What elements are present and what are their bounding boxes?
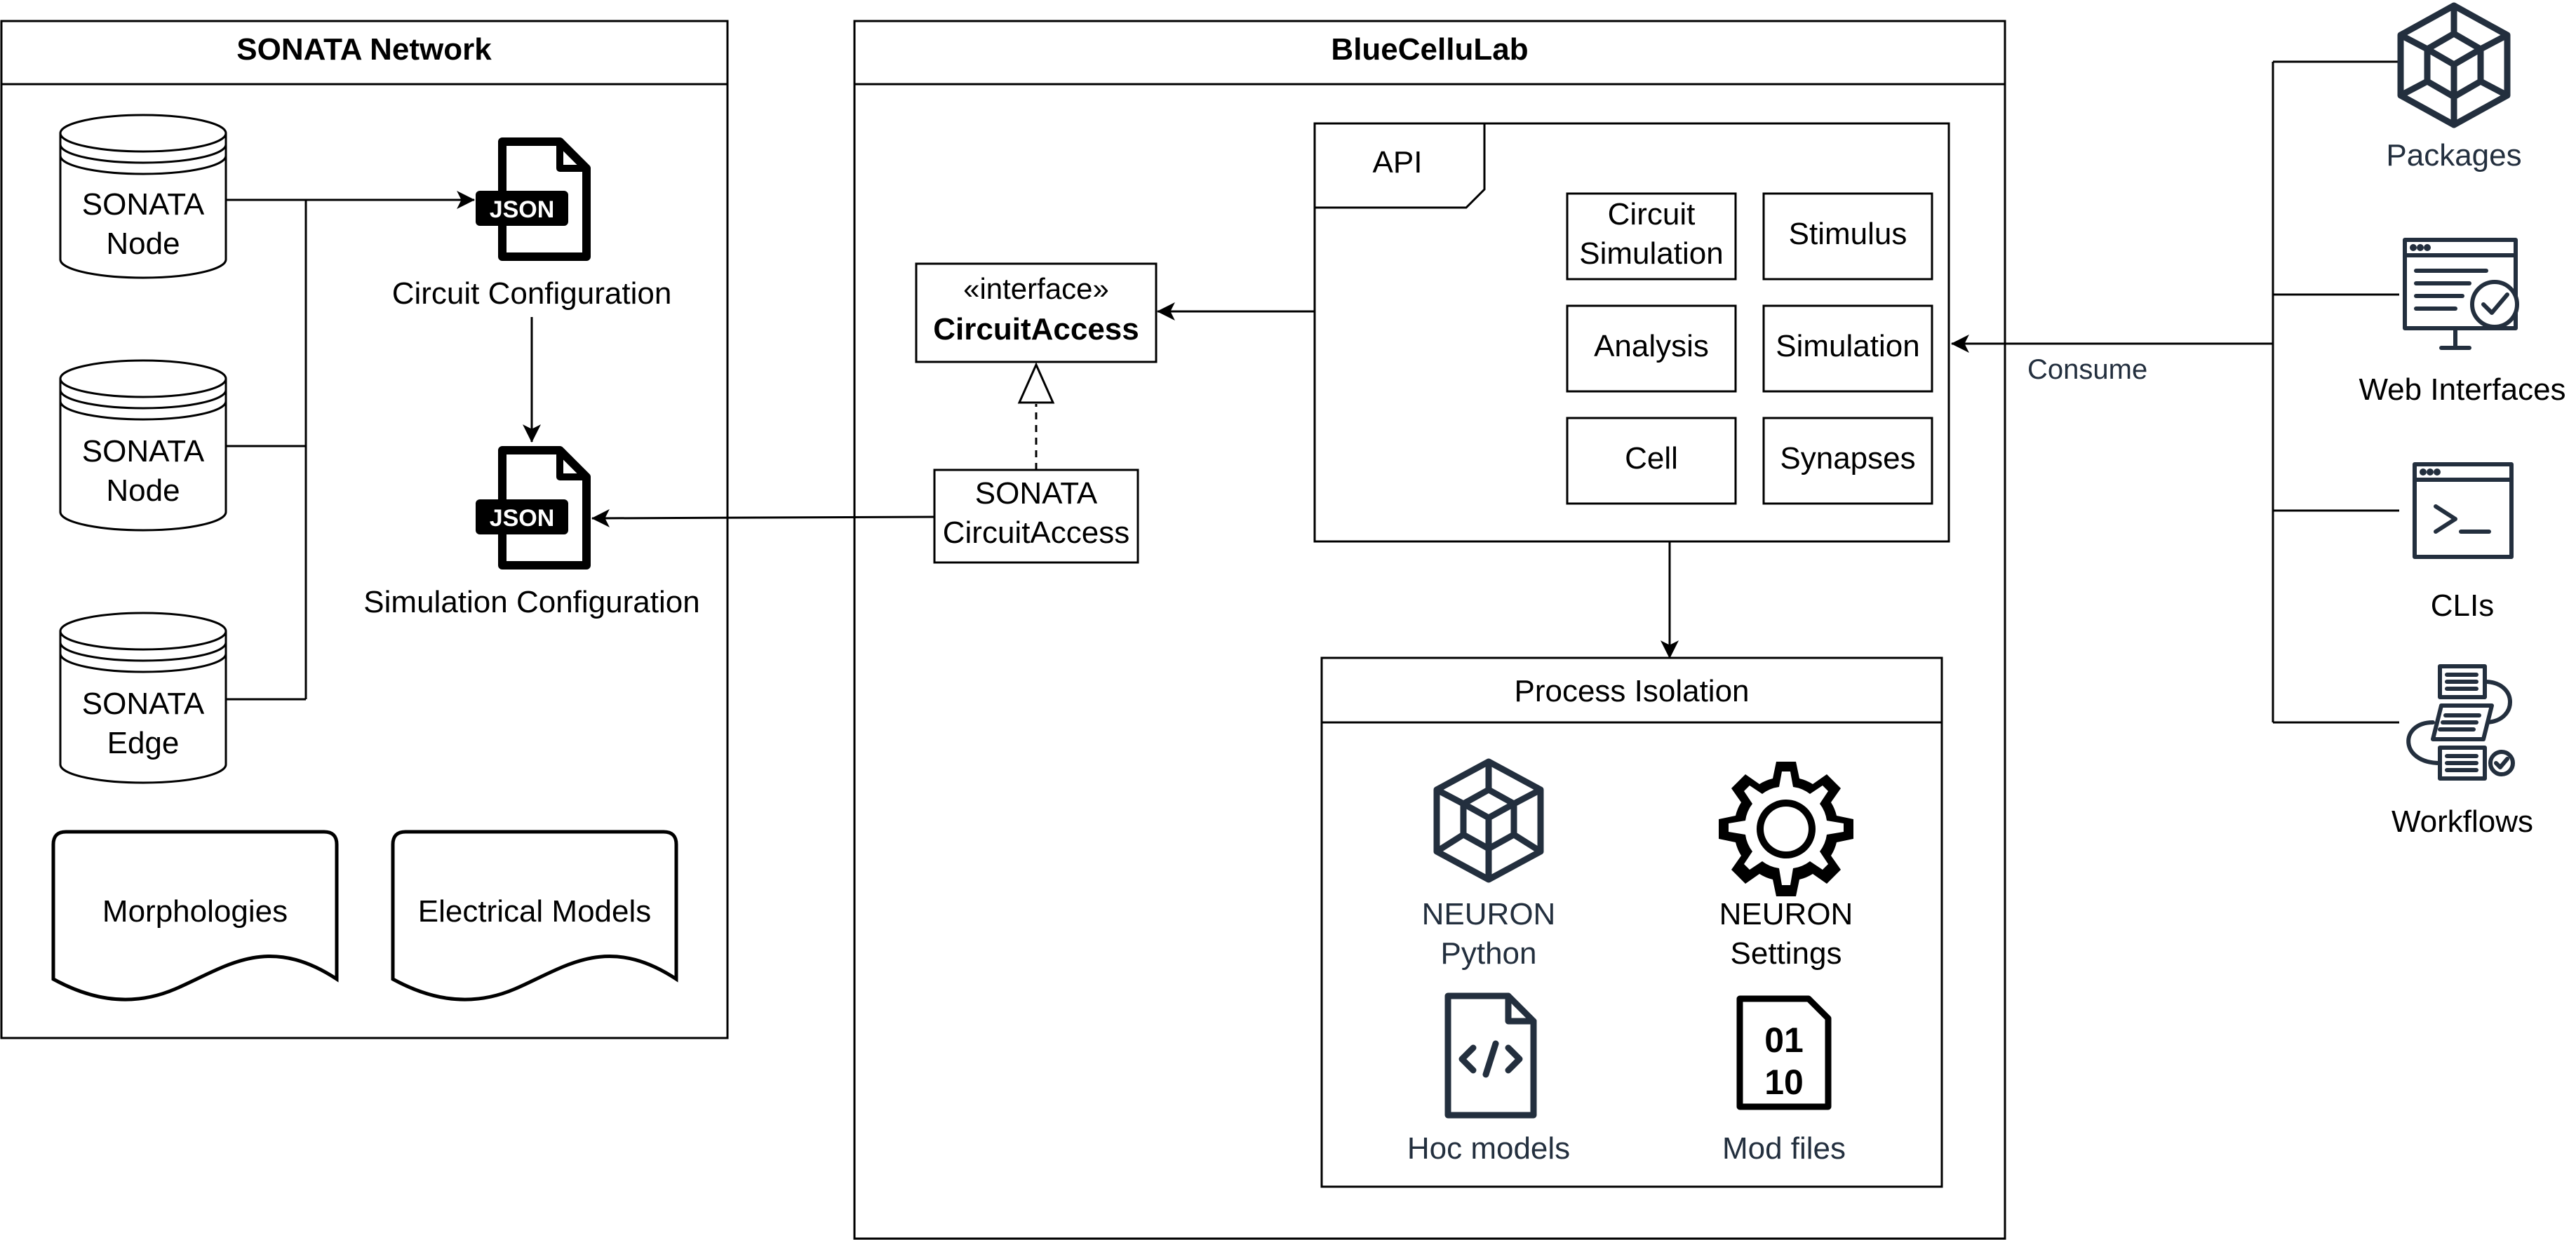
mod-files-binary-icon: 01 10 [1736, 995, 1832, 1110]
module-circuit-simulation-line2: Simulation [1579, 236, 1723, 271]
simulation-config-json-icon: JSON [476, 446, 591, 570]
neuron-python-line2: Python [1441, 936, 1537, 971]
process-isolation-title: Process Isolation [1514, 674, 1749, 708]
module-synapses-label: Synapses [1780, 441, 1915, 476]
hoc-models-label: Hoc models [1407, 1131, 1570, 1166]
circuit-config-json-badge: JSON [490, 196, 555, 223]
neuron-python-package-icon [1433, 758, 1544, 883]
neuron-python-line1: NEURON [1422, 897, 1556, 931]
sonata-node-1-line2: Node [106, 227, 180, 261]
sonata-circuit-access-box: SONATA CircuitAccess [933, 469, 1139, 564]
web-interfaces-label: Web Interfaces [2359, 372, 2565, 407]
workflows-icon [2406, 664, 2515, 781]
neuron-settings-line2: Settings [1731, 936, 1842, 971]
sonata-node-2-db: SONATA Node [59, 359, 227, 532]
module-simulation-label: Simulation [1776, 329, 1919, 363]
morphologies-label: Morphologies [102, 894, 288, 929]
circuit-access-interface: «interface» CircuitAccess [915, 262, 1158, 363]
realization-arrow [1017, 362, 1055, 470]
interface-name: CircuitAccess [933, 312, 1139, 346]
api-module-circuit-simulation: Circuit Simulation [1566, 192, 1737, 281]
electrical-models-label: Electrical Models [418, 894, 652, 929]
sonata-circuit-access-line1: SONATA [975, 476, 1098, 511]
module-cell-label: Cell [1625, 441, 1678, 476]
simulation-config-json-badge: JSON [490, 505, 555, 532]
workflows-label: Workflows [2391, 804, 2533, 839]
morphologies-document: Morphologies [51, 830, 339, 1002]
simulation-config-label: Simulation Configuration [363, 585, 699, 619]
sonata-edge-line2: Edge [107, 726, 180, 760]
db-to-circuit-config-connectors [226, 191, 476, 701]
api-label: API [1373, 145, 1423, 180]
module-circuit-simulation-line1: Circuit [1608, 197, 1696, 231]
sonata-access-to-simulation-config-arrow [591, 508, 935, 527]
api-module-simulation: Simulation [1762, 304, 1933, 393]
api-module-analysis: Analysis [1566, 304, 1737, 393]
module-stimulus-label: Stimulus [1789, 217, 1907, 251]
api-module-cell: Cell [1566, 417, 1737, 505]
circuit-config-label: Circuit Configuration [392, 276, 672, 311]
mod-files-glyph-row2: 10 [1764, 1063, 1804, 1102]
neuron-settings-gear-icon [1719, 762, 1853, 896]
process-isolation-panel: Process Isolation [1320, 656, 1943, 1188]
module-analysis-label: Analysis [1594, 329, 1709, 363]
packages-label: Packages [2386, 138, 2521, 173]
consumer-bus [1950, 60, 2399, 724]
electrical-models-document: Electrical Models [391, 830, 678, 1002]
sonata-node-2-line2: Node [106, 473, 180, 508]
sonata-edge-db: SONATA Edge [59, 612, 227, 784]
sonata-node-2-line1: SONATA [82, 434, 205, 469]
api-module-synapses: Synapses [1762, 417, 1933, 505]
sonata-node-1-db: SONATA Node [59, 114, 227, 279]
clis-terminal-icon [2413, 462, 2514, 559]
packages-icon [2397, 2, 2511, 128]
mod-files-glyph-row1: 01 [1764, 1020, 1804, 1060]
web-interfaces-icon [2403, 238, 2519, 350]
sonata-network-title: SONATA Network [236, 32, 492, 67]
sonata-edge-line1: SONATA [82, 687, 205, 721]
bluecellulab-title: BlueCelluLab [1331, 32, 1528, 67]
sonata-node-1-line1: SONATA [82, 187, 205, 222]
api-module-stimulus: Stimulus [1762, 192, 1933, 281]
interface-stereotype: «interface» [963, 272, 1109, 305]
hoc-models-code-file-icon [1444, 992, 1537, 1119]
neuron-settings-line1: NEURON [1719, 897, 1853, 931]
mod-files-label: Mod files [1722, 1131, 1846, 1166]
circuit-config-json-icon: JSON [476, 137, 591, 261]
sonata-circuit-access-line2: CircuitAccess [943, 515, 1130, 550]
clis-label: CLIs [2431, 588, 2494, 623]
consume-edge-label: Consume [2027, 354, 2147, 385]
